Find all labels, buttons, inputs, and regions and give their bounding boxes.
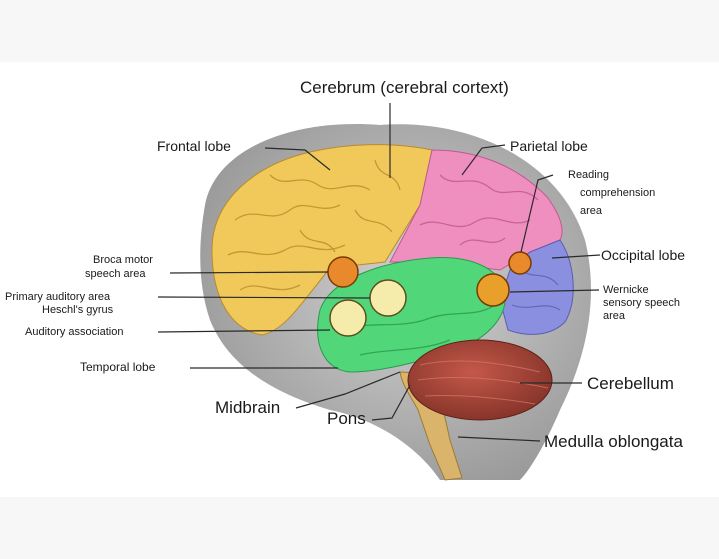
primary-auditory-label-line1: Primary auditory area	[5, 291, 111, 303]
reading-leader	[520, 174, 554, 253]
temporal-lobe-label: Temporal lobe	[80, 360, 156, 374]
midbrain-label: Midbrain	[215, 398, 281, 417]
cerebrum-label: Cerebrum (cerebral cortext)	[300, 78, 509, 97]
wernicke-area-marker	[476, 273, 510, 307]
medulla-leader	[457, 436, 541, 442]
primary-auditory-label-line2: Heschl's gyrus	[42, 304, 114, 316]
auditory-association-label: Auditory association	[25, 326, 124, 338]
wernicke-label-line2: sensory speech	[603, 297, 681, 309]
primary-auditory-marker	[369, 279, 407, 317]
auditory-association-leader	[157, 329, 331, 333]
broca-leader	[169, 271, 329, 274]
broca-label-line1: Broca motor	[93, 254, 153, 266]
cerebellum-label: Cerebellum	[587, 374, 674, 393]
medulla-label: Medulla oblongata	[544, 432, 683, 451]
reading-label-line1: Reading	[568, 169, 609, 181]
midbrain-leader	[295, 371, 401, 409]
frontal-lobe-label: Frontal lobe	[157, 138, 231, 154]
broca-area-marker	[327, 256, 359, 288]
pons-label: Pons	[327, 409, 366, 428]
wernicke-label-line1: Wernicke	[603, 284, 649, 296]
pons-leader	[371, 384, 411, 421]
parietal-lobe-label: Parietal lobe	[510, 138, 588, 154]
auditory-association-marker	[329, 299, 367, 337]
occipital-leader	[551, 254, 601, 259]
cerebellum	[407, 339, 553, 421]
wernicke-label-line3: area	[603, 310, 626, 322]
reading-area-marker	[508, 251, 532, 275]
reading-label-line3: area	[580, 205, 603, 217]
reading-label-line2: comprehension	[580, 187, 656, 199]
broca-label-line2: speech area	[85, 268, 146, 280]
wernicke-leader	[509, 289, 600, 293]
frontal-leader	[264, 147, 331, 171]
primary-auditory-leader	[157, 296, 371, 299]
parietal-leader	[461, 144, 506, 176]
occipital-lobe-label: Occipital lobe	[601, 247, 686, 263]
